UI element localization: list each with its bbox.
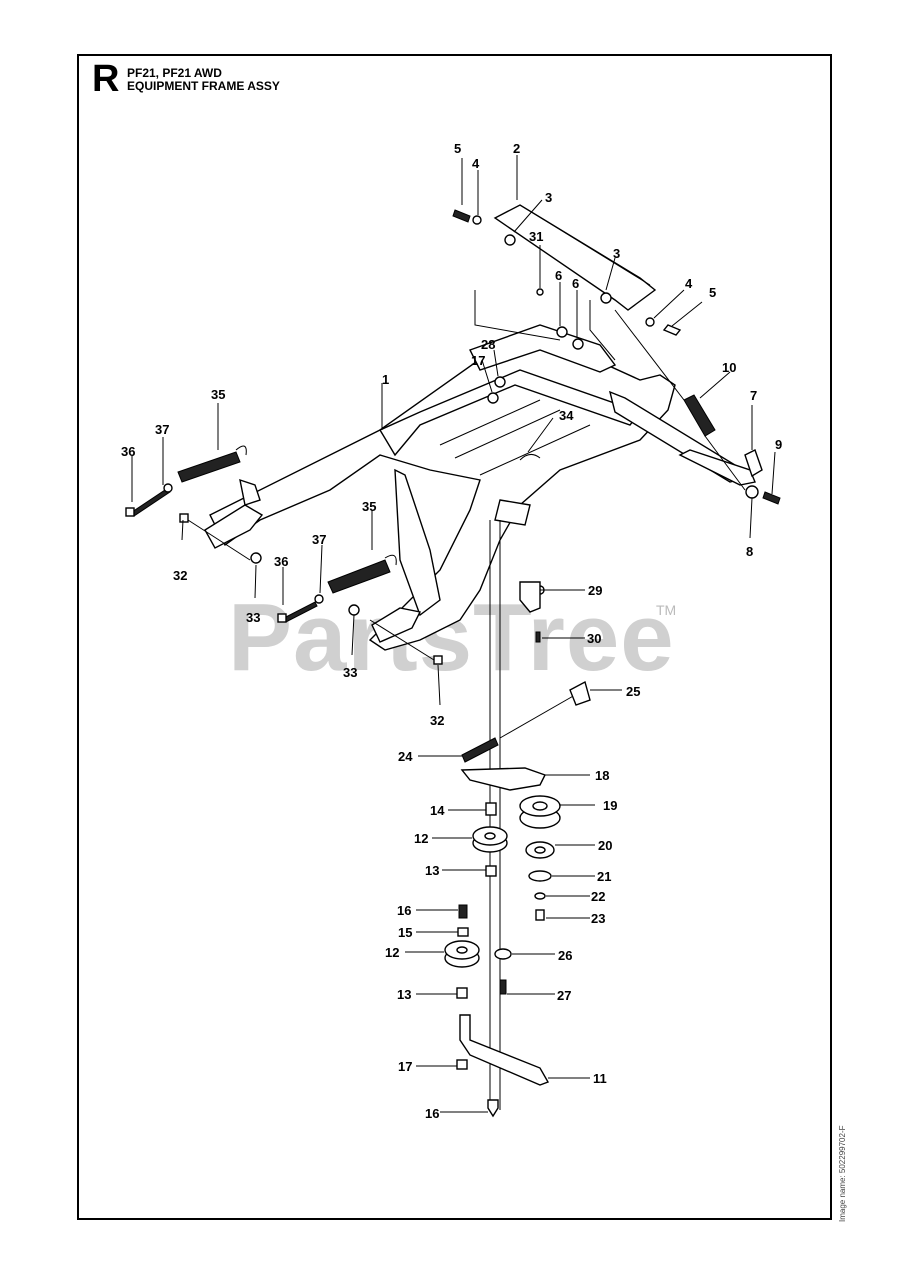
bolt-23 [535, 909, 545, 921]
callout-22: 22 [591, 889, 605, 904]
callout-2: 2 [513, 141, 520, 156]
equipment-frame [209, 290, 756, 651]
callout-15: 15 [398, 925, 412, 940]
callout-35: 35 [211, 387, 225, 402]
diagram-frame [77, 54, 832, 1220]
callout-31: 31 [529, 229, 543, 244]
screw-16-upper [458, 904, 468, 919]
lever-11 [459, 1014, 550, 1086]
callout-17: 17 [398, 1059, 412, 1074]
spring-upper [177, 445, 247, 483]
leader-lines [131, 155, 776, 1113]
ring-21 [528, 870, 552, 882]
pulley-19 [519, 795, 561, 829]
callout-17: 17 [471, 353, 485, 368]
callout-35: 35 [362, 499, 376, 514]
callout-12: 12 [414, 831, 428, 846]
bolt-32-lower [348, 604, 443, 665]
callout-36: 36 [274, 554, 288, 569]
screw-30 [535, 631, 541, 643]
spring-24 [461, 737, 499, 763]
nut-28 [494, 376, 506, 388]
callout-11: 11 [593, 1071, 607, 1086]
nut-15 [457, 927, 469, 937]
pulley-12-lower [444, 940, 480, 968]
callout-32: 32 [173, 568, 187, 583]
callout-9: 9 [775, 437, 782, 452]
callout-5: 5 [709, 285, 716, 300]
nut-17-upper [487, 392, 499, 404]
callout-34: 34 [559, 408, 574, 423]
bearing-20 [525, 841, 555, 859]
callout-7: 7 [750, 388, 757, 403]
callout-1: 1 [382, 372, 389, 387]
bracket-7 [744, 449, 763, 478]
callout-37: 37 [155, 422, 169, 437]
callout-16: 16 [397, 903, 411, 918]
callout-16: 16 [425, 1106, 439, 1121]
washer-22 [534, 892, 546, 900]
nut-6b [572, 338, 584, 350]
callout-3: 3 [613, 246, 620, 261]
bracket-29 [519, 581, 541, 613]
spacer-14 [485, 802, 497, 816]
callout-21: 21 [597, 869, 611, 884]
callout-8: 8 [746, 544, 753, 559]
callout-24: 24 [398, 749, 413, 764]
nut-31 [536, 288, 544, 296]
callout-26: 26 [558, 948, 572, 963]
callout-19: 19 [603, 798, 617, 813]
model-line: PF21, PF21 AWD [127, 66, 222, 80]
callout-6: 6 [555, 268, 562, 283]
callout-13: 13 [425, 863, 439, 878]
bolt-36-lower [277, 594, 324, 623]
bolt-27 [499, 979, 507, 995]
callout-32: 32 [430, 713, 444, 728]
callout-29: 29 [588, 583, 602, 598]
screw-16-lower [487, 1099, 499, 1118]
callout-28: 28 [481, 337, 495, 352]
callout-25: 25 [626, 684, 640, 699]
callout-33: 33 [343, 665, 357, 680]
nut-17-lower [456, 1059, 468, 1070]
callout-33: 33 [246, 610, 260, 625]
bolt-9 [762, 491, 781, 505]
callout-23: 23 [591, 911, 605, 926]
callout-3: 3 [545, 190, 552, 205]
spring-10 [614, 309, 746, 491]
callout-27: 27 [557, 988, 571, 1003]
callout-20: 20 [598, 838, 612, 853]
section-letter: R [92, 58, 120, 100]
callout-5: 5 [454, 141, 461, 156]
pin-34 [519, 454, 541, 461]
callout-36: 36 [121, 444, 135, 459]
callout-4: 4 [472, 156, 480, 171]
washer-8 [745, 485, 759, 499]
spring-lower [327, 554, 397, 594]
pedal-arm-lower [371, 607, 422, 643]
bolt-36-upper [125, 483, 173, 517]
bolt-32-upper [179, 513, 262, 564]
pedal-arm-upper [204, 478, 264, 549]
upper-link-rod [452, 204, 682, 336]
callout-14: 14 [430, 803, 445, 818]
callout-12: 12 [385, 945, 399, 960]
callout-4: 4 [685, 276, 693, 291]
callout-30: 30 [587, 631, 601, 646]
cable-25 [499, 680, 591, 739]
bushing-13-upper [485, 865, 497, 877]
trademark-mark: TM [656, 602, 677, 618]
callout-6: 6 [572, 276, 579, 291]
arm-18 [460, 767, 546, 791]
nut-6a [556, 326, 568, 338]
bushing-13-lower [456, 987, 468, 999]
callout-10: 10 [722, 360, 736, 375]
page-title: EQUIPMENT FRAME ASSY [127, 79, 280, 93]
washer-26 [494, 948, 512, 960]
callout-18: 18 [595, 768, 609, 783]
callout-13: 13 [397, 987, 411, 1002]
callout-37: 37 [312, 532, 326, 547]
pulley-12-upper [472, 826, 508, 853]
